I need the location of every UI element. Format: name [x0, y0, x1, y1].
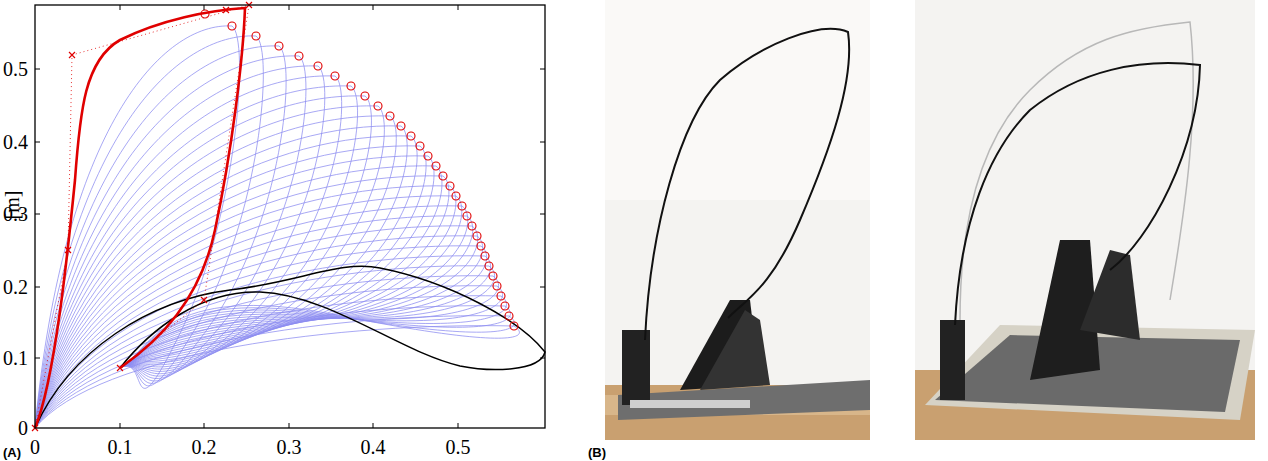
- apex-marker: [489, 272, 497, 280]
- blue-curve: [35, 296, 507, 428]
- apex-marker: [473, 232, 481, 240]
- apex-marker: [407, 132, 415, 140]
- tick-label: 0.5: [446, 437, 471, 457]
- apex-marker: [458, 202, 466, 210]
- blue-curve: [35, 156, 434, 428]
- tick-label: 0.4: [361, 437, 386, 457]
- apex-marker: [386, 112, 394, 120]
- blue-curve: [35, 305, 519, 428]
- blue-curve: [35, 266, 495, 428]
- axis-label: [m]: [2, 191, 22, 220]
- tick-label: 0.4: [3, 132, 28, 152]
- blue-curve: [35, 236, 483, 428]
- control-polygon: [35, 5, 249, 428]
- axes-box: [35, 5, 545, 428]
- apex-marker: [252, 32, 260, 40]
- control-point: [117, 365, 123, 371]
- blue-curve: [35, 276, 499, 428]
- tick-label: 0: [30, 437, 40, 457]
- apex-marker: [439, 172, 447, 180]
- apex-marker: [424, 152, 432, 160]
- axis-ticks: [35, 5, 545, 428]
- apex-marker: [416, 142, 424, 150]
- blue-curve: [35, 186, 456, 428]
- blue-curve: [35, 96, 371, 428]
- blue-curve: [35, 246, 487, 428]
- blue-curve: [35, 146, 426, 428]
- photo-prototype-2: [915, 0, 1255, 440]
- apex-marker: [446, 182, 454, 190]
- blue-curve: [35, 166, 442, 428]
- photo-prototype-1: [605, 0, 870, 440]
- apex-marker: [505, 312, 513, 320]
- apex-marker: [477, 242, 485, 250]
- apex-marker: [295, 52, 303, 60]
- tick-label: 0.1: [108, 437, 133, 457]
- tick-label: 0.5: [3, 59, 28, 79]
- apex-marker: [493, 282, 501, 290]
- blue-curve: [35, 196, 462, 428]
- panel-label: (B): [588, 446, 606, 459]
- apex-marker: [481, 252, 489, 260]
- tick-label: 0.2: [192, 437, 217, 457]
- tick-label: 0.2: [3, 277, 28, 297]
- apex-marker: [314, 62, 322, 70]
- apex-marker: [485, 262, 493, 270]
- apex-marker: [347, 82, 355, 90]
- tick-label: 0: [18, 418, 28, 438]
- apex-marker: [275, 42, 283, 50]
- apex-marker: [432, 162, 440, 170]
- control-point: [65, 247, 71, 253]
- workspace-curve: [35, 266, 545, 428]
- apex-marker: [374, 102, 382, 110]
- apex-marker: [452, 192, 460, 200]
- plot-curves: [32, 2, 545, 431]
- tick-label: 0.3: [277, 437, 302, 457]
- apex-marker: [510, 322, 518, 330]
- blue-curve: [35, 306, 510, 428]
- panel-label: (A): [3, 446, 21, 459]
- apex-marker: [331, 72, 339, 80]
- control-point: [201, 297, 207, 303]
- blue-curve: [35, 176, 449, 428]
- apex-marker: [501, 302, 509, 310]
- tick-label: 0.1: [3, 348, 28, 368]
- control-point: [69, 52, 75, 58]
- apex-marker: [397, 122, 405, 130]
- apex-marker: [463, 212, 471, 220]
- apex-marker: [497, 292, 505, 300]
- red-curve: [35, 8, 245, 428]
- blue-curve: [35, 126, 407, 428]
- apex-marker: [468, 222, 476, 230]
- apex-marker: [361, 92, 369, 100]
- apex-marker: [201, 10, 209, 18]
- apex-marker: [228, 22, 236, 30]
- control-point: [223, 7, 229, 13]
